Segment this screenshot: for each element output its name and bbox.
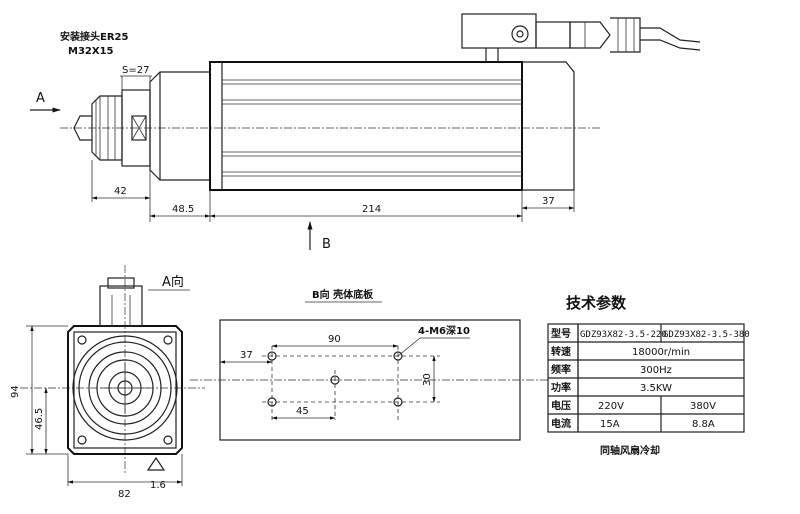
frequency-value: 300Hz (640, 365, 672, 376)
arrow-a-label: A (36, 91, 45, 106)
chamfer-symbol (146, 456, 166, 471)
wrench-size-label: S=27 (122, 65, 149, 76)
dim-span-v: 30 (422, 373, 433, 386)
front-view-title: A向 (162, 274, 184, 290)
dim-height: 94 (10, 385, 21, 398)
cooling-note: 同轴风扇冷却 (600, 444, 660, 457)
voltage-220: 220V (598, 401, 624, 412)
motor-body (209, 61, 523, 191)
front-view: A向 94 46.5 82 1.6 (10, 265, 205, 500)
spec-table-title: 技术参数 (566, 294, 627, 312)
row-label-current: 电流 (551, 417, 571, 430)
spec-table: 技术参数 型号 GDZ93X82-3.5-220 GDZ93X82-3.5-38… (547, 294, 750, 457)
arrow-b-label: B (322, 237, 331, 252)
dim-center: 46.5 (34, 408, 45, 430)
bottom-view: B向 壳体底板 90 37 45 30 4-M6深10 (190, 288, 550, 441)
dim-width: 82 (118, 489, 131, 500)
flange (149, 71, 211, 181)
view-arrow-a: A (30, 91, 61, 113)
row-label-frequency: 频率 (551, 363, 571, 376)
dim-flange: 48.5 (172, 204, 194, 215)
cable-connector (461, 13, 701, 62)
row-label-power: 功率 (551, 381, 571, 394)
collet-label: 安装接头ER25 (60, 30, 128, 43)
thread-label: M32X15 (68, 46, 114, 57)
row-label-model: 型号 (551, 327, 571, 340)
dim-chamfer: 1.6 (150, 480, 166, 491)
dim-body: 214 (362, 204, 381, 215)
current-380: 8.8A (692, 419, 715, 430)
side-view: 安装接头ER25 M32X15 S=27 A B 42 48.5 (30, 13, 701, 252)
dim-offset: 37 (240, 350, 253, 361)
model-380: GDZ93X82-3.5-380 (663, 330, 750, 340)
current-220: 15A (600, 419, 620, 430)
collet-nut (73, 95, 123, 161)
dim-rear: 37 (542, 196, 555, 207)
bottom-view-title: B向 壳体底板 (312, 288, 374, 301)
model-220: GDZ93X82-3.5-220 (580, 330, 667, 340)
dim-collet: 42 (114, 186, 127, 197)
voltage-380: 380V (690, 401, 716, 412)
wrench-flat-section (121, 89, 151, 167)
hole-callout: 4-M6深10 (418, 324, 470, 337)
row-label-voltage: 电压 (551, 399, 571, 412)
view-arrow-b: B (307, 221, 331, 252)
speed-value: 18000r/min (632, 347, 690, 358)
dim-span-long: 90 (328, 334, 341, 345)
rear-fan-cap (522, 61, 575, 191)
row-label-speed: 转速 (551, 345, 571, 358)
side-dimensions: 42 48.5 214 37 (91, 160, 575, 222)
dim-span-short: 45 (296, 406, 309, 417)
power-value: 3.5KW (640, 383, 672, 394)
